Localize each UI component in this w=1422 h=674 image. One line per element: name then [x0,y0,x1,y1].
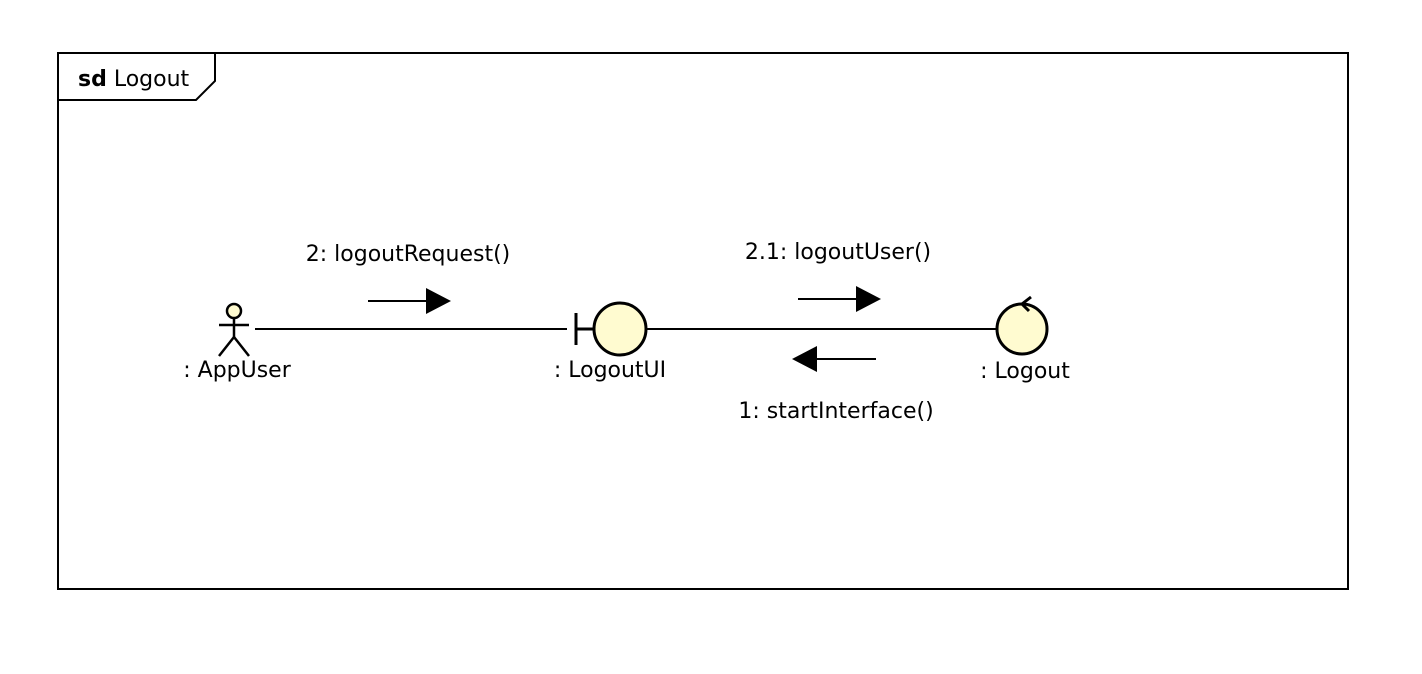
frame-name: Logout [114,67,190,92]
control-logout-label: : Logout [980,359,1070,384]
frame-title: sd Logout [78,67,190,92]
control-logout[interactable] [995,295,1049,356]
diagram-frame [57,52,1349,590]
message-label: 2: logoutRequest() [306,242,511,267]
actor-head [225,302,243,320]
message-label: 1: startInterface() [738,399,933,424]
frame-name-tab [58,53,216,101]
actor-appuser-label: : AppUser [183,358,291,383]
message-arrow-left [792,346,876,372]
message-arrow-right [798,286,881,312]
frame-keyword: sd [78,67,107,92]
message-label: 2.1: logoutUser() [745,240,931,265]
boundary-circle [592,301,648,357]
actor-right-leg [233,336,250,357]
actor-appuser[interactable] [218,302,250,357]
boundary-logoutui[interactable] [574,301,648,357]
message-arrow-right [368,288,451,314]
actor-left-leg [218,336,235,357]
control-arrowhead [1019,295,1032,313]
control-circle [995,302,1049,356]
boundary-logoutui-label: : LogoutUI [554,358,666,383]
